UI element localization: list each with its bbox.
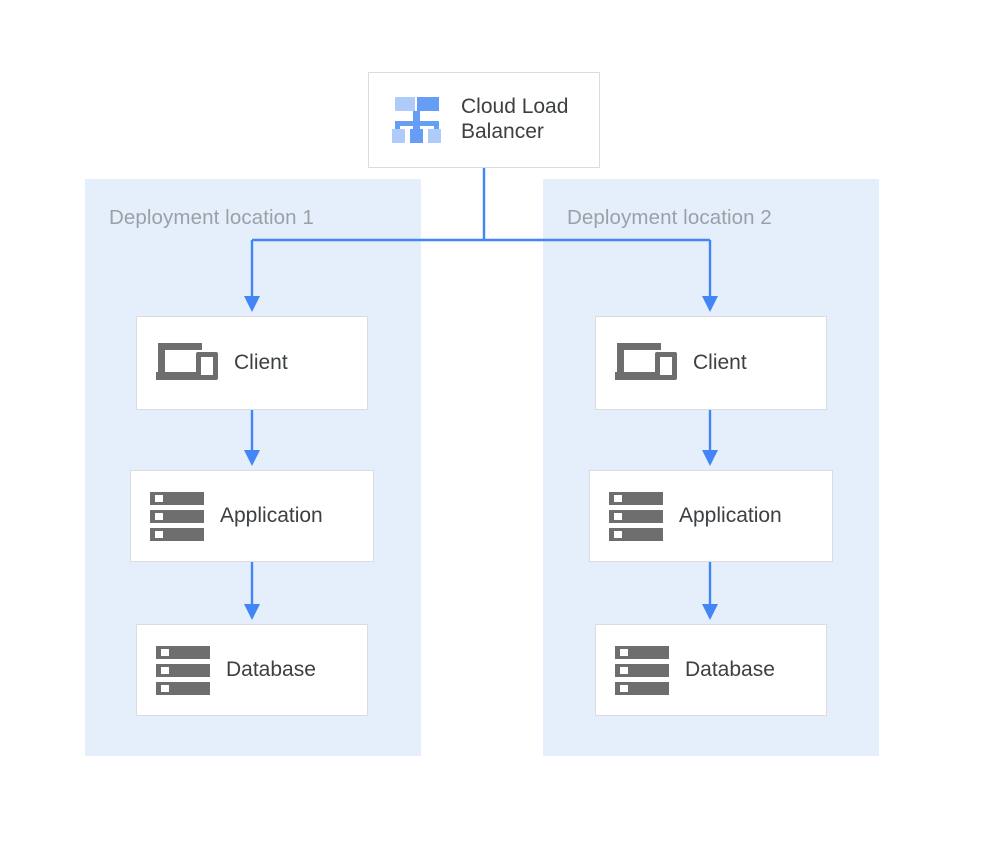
client-devices-icon <box>615 339 677 387</box>
server-stack-icon <box>609 490 663 542</box>
server-stack-icon <box>615 644 669 696</box>
node-label-database-region-2: Database <box>685 657 775 681</box>
node-database-region-2[interactable]: Database <box>595 624 827 716</box>
node-label-application-region-1: Application <box>220 503 323 527</box>
node-label-application-region-2: Application <box>679 503 782 527</box>
region-label-deployment-location-2: Deployment location 2 <box>567 206 772 229</box>
server-stack-icon <box>156 644 210 696</box>
client-devices-icon <box>156 339 218 387</box>
node-label-client-region-1: Client <box>234 350 288 374</box>
node-label-database-region-1: Database <box>226 657 316 681</box>
node-client-region-2[interactable]: Client <box>595 316 827 410</box>
node-label-cloud-load-balancer: Cloud Load Balancer <box>461 95 569 143</box>
node-application-region-2[interactable]: Application <box>589 470 833 562</box>
region-label-deployment-location-1: Deployment location 1 <box>109 206 314 229</box>
node-label-client-region-2: Client <box>693 350 747 374</box>
node-application-region-1[interactable]: Application <box>130 470 374 562</box>
cloud-load-balancer-icon <box>391 94 443 146</box>
node-database-region-1[interactable]: Database <box>136 624 368 716</box>
node-client-region-1[interactable]: Client <box>136 316 368 410</box>
node-cloud-load-balancer[interactable]: Cloud Load Balancer <box>368 72 600 168</box>
server-stack-icon <box>150 490 204 542</box>
